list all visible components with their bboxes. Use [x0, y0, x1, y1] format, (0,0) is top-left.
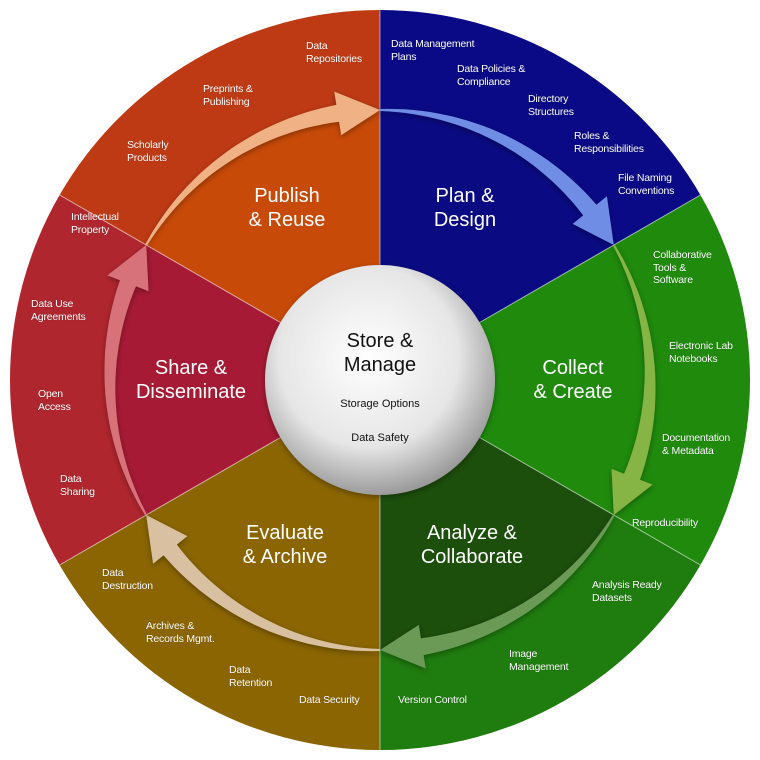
ring-label: Data Security	[299, 694, 360, 706]
ring-label: Directory Structures	[528, 93, 574, 118]
center-title: Store & Manage	[343, 330, 417, 376]
ring-sector-collect	[613, 195, 750, 565]
ring-label: Data Policies & Compliance	[457, 63, 526, 88]
inner-sector-share	[110, 245, 380, 515]
cycle-arrow-analyze	[380, 514, 615, 669]
ring-sector-evaluate	[59, 515, 380, 750]
cycle-arrow-collect	[611, 244, 656, 515]
sector-divider	[59, 194, 285, 326]
phase-title-analyze: Analyze & Collaborate	[420, 522, 524, 568]
inner-sector-collect	[380, 245, 650, 515]
ring-label: Analysis Ready Datasets	[592, 579, 662, 604]
ring-sector-share	[9, 195, 147, 565]
ring-label: Scholarly Products	[127, 139, 169, 164]
ring-label: Data Sharing	[60, 473, 95, 498]
ring-label: Data Retention	[229, 664, 273, 689]
ring-label: Documentation & Metadata	[662, 432, 731, 457]
phase-title-publish: Publish & Reuse	[248, 185, 326, 231]
center-item-data-safety: Data Safety	[351, 432, 409, 444]
ring-label: Data Management Plans	[391, 38, 475, 63]
sector-divider	[59, 434, 285, 566]
sector-divider	[475, 434, 701, 566]
ring-label: Data Use Agreements	[31, 298, 86, 323]
cycle-arrow-evaluate	[146, 515, 380, 652]
ring-label: Image Management	[509, 648, 569, 673]
phase-title-share: Share & Disseminate	[135, 357, 247, 403]
ring-label: File Naming Conventions	[618, 172, 675, 197]
ring-label: Data Destruction	[102, 567, 153, 592]
cycle-arrow-share	[104, 245, 149, 516]
ring-label: Collaborative Tools & Software	[653, 249, 712, 286]
ring-label: Electronic Lab Notebooks	[669, 340, 733, 365]
ring-sector-plan	[380, 10, 701, 245]
ring-label: Archives & Records Mgmt.	[146, 620, 215, 645]
phase-title-plan: Plan & Design	[433, 185, 497, 231]
ring-label: Roles & Responsibilities	[574, 130, 644, 155]
ring-label: Preprints & Publishing	[203, 83, 253, 108]
center-item-storage-options: Storage Options	[340, 398, 420, 410]
ring-label: Version Control	[398, 694, 467, 706]
phase-title-evaluate: Evaluate & Archive	[242, 522, 328, 568]
sector-divider	[475, 194, 701, 326]
ring-sector-analyze	[380, 515, 701, 750]
cycle-arrow-plan	[380, 108, 614, 246]
ring-label: Open Access	[38, 388, 71, 413]
phase-title-collect: Collect & Create	[533, 357, 613, 403]
ring-label: Intellectual Property	[71, 211, 119, 236]
center-hub	[265, 265, 495, 495]
ring-label: Reproducibility	[632, 517, 698, 529]
ring-sector-publish	[59, 10, 380, 245]
ring-label: Data Repositories	[306, 40, 362, 65]
cycle-arrow-publish	[145, 91, 380, 246]
